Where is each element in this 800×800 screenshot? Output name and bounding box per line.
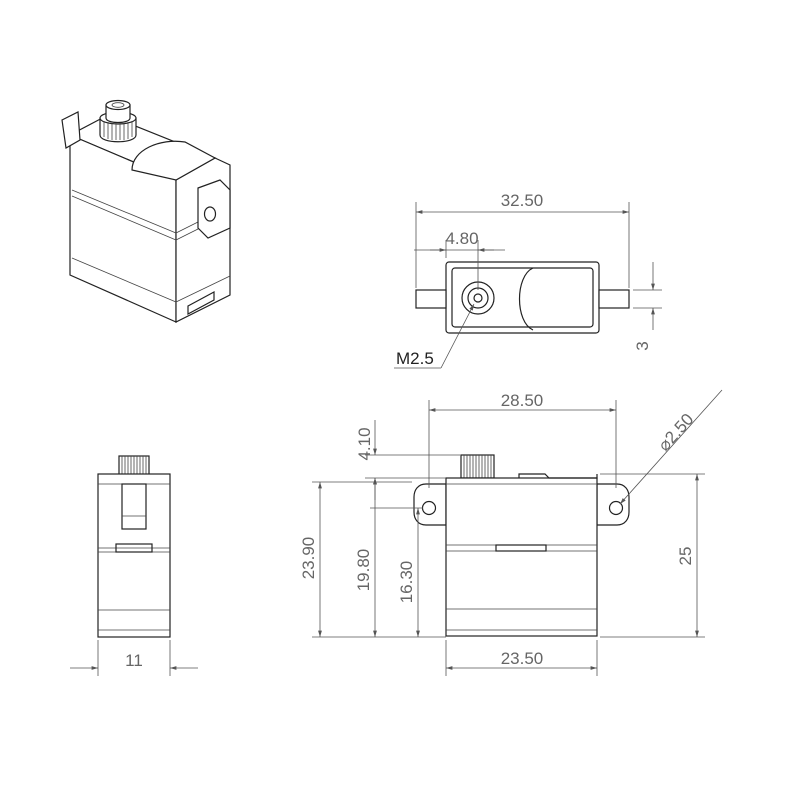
dim-body-height: 19.80 [354, 549, 373, 592]
top-view: 32.50 4.80 3 M2.5 [394, 191, 662, 369]
dim-shaft-offset: 4.80 [445, 229, 478, 248]
dim-mount-height: 16.30 [397, 561, 416, 604]
dim-total-height: 23.90 [299, 537, 318, 580]
dim-overall-height: 25 [676, 547, 695, 566]
dim-flange-width: 28.50 [501, 391, 544, 410]
dim-tab-thickness: 3 [633, 341, 652, 350]
dim-hole-diameter: ⌀2.50 [654, 410, 697, 455]
front-view: 28.50 ⌀2.50 4.10 23.90 19.80 16.30 25 23… [299, 389, 723, 676]
isometric-view [61, 99, 231, 323]
thread-label: M2.5 [396, 349, 434, 368]
dim-body-width: 23.50 [501, 649, 544, 668]
dim-top-width: 32.50 [501, 191, 544, 210]
dim-side-thickness: 11 [125, 651, 143, 670]
side-view: 11 [70, 455, 198, 676]
dim-gear-height: 4.10 [355, 427, 374, 460]
